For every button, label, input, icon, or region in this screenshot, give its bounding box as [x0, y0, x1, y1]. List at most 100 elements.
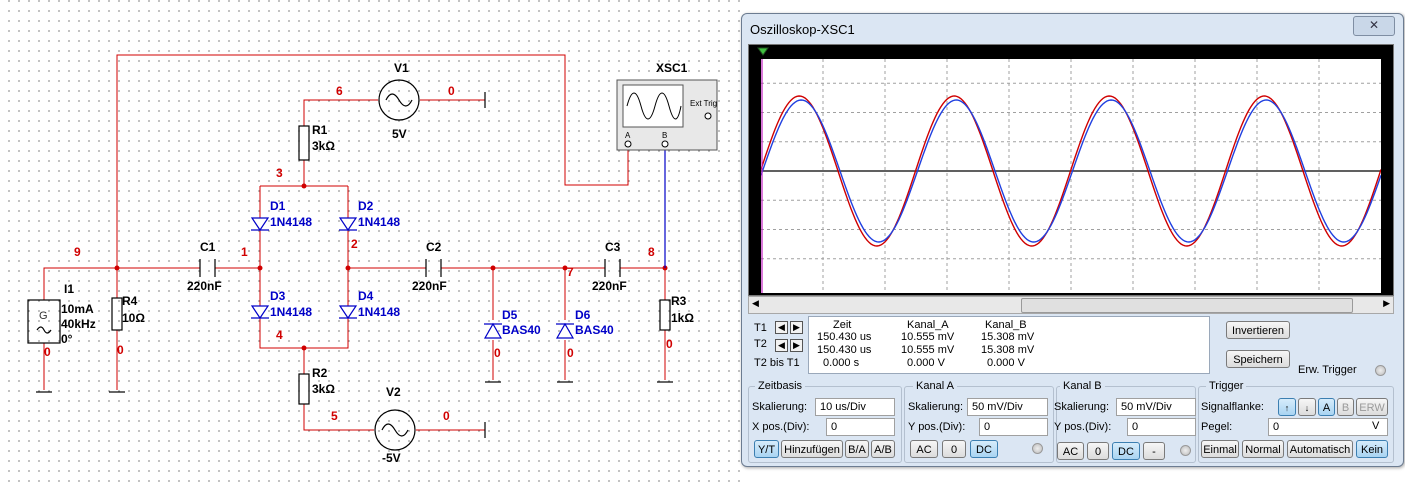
- v2-source-symbol[interactable]: [374, 409, 416, 451]
- trigger-group: [1198, 386, 1394, 463]
- trigger-level-field[interactable]: 0: [1268, 418, 1388, 436]
- c1-value: 220nF: [187, 279, 222, 293]
- node-0-r3: 0: [666, 337, 673, 351]
- cursor-readout-table: Zeit Kanal_A Kanal_B 150.430 us 10.555 m…: [808, 316, 1210, 374]
- xsc1-name: XSC1: [656, 61, 688, 75]
- t1-left-arrow-icon[interactable]: ◀: [775, 321, 788, 334]
- d6-name: D6: [575, 308, 591, 322]
- scrollbar-thumb[interactable]: [1021, 298, 1353, 313]
- oscilloscope-instrument[interactable]: [616, 79, 718, 151]
- ext-trigger-indicator[interactable]: [1375, 365, 1386, 376]
- t1-channel-a: 10.555 mV: [901, 331, 955, 343]
- node-0-v2: 0: [443, 409, 450, 423]
- t2-channel-b: 15.308 mV: [981, 344, 1035, 356]
- node-0-v1: 0: [448, 84, 455, 98]
- oscilloscope-window[interactable]: Oszilloskop-XSC1 ✕ ◀ ▶ T1 ◀ ▶ T2 ◀ ▶ T2 …: [741, 13, 1404, 467]
- c3-name: C3: [605, 240, 621, 254]
- ba-button[interactable]: B/A: [845, 440, 869, 458]
- node-2: 2: [351, 237, 358, 251]
- channel-b-indicator[interactable]: [1180, 445, 1191, 456]
- generator-glyph: G: [39, 310, 48, 322]
- channel-b-dc-button[interactable]: DC: [1112, 442, 1140, 460]
- cursor-marker-icon[interactable]: [757, 47, 769, 59]
- trigger-none-button[interactable]: Kein: [1356, 440, 1388, 458]
- trigger-source-a-button[interactable]: A: [1318, 398, 1335, 416]
- t2-left-arrow-icon[interactable]: ◀: [775, 339, 788, 352]
- r4-value: 10Ω: [122, 311, 145, 325]
- t2-channel-a: 10.555 mV: [901, 344, 955, 356]
- channel-b-scale-field[interactable]: 50 mV/Div: [1116, 398, 1196, 416]
- channel-b-scale-label: Skalierung:: [1054, 401, 1110, 413]
- channel-a-zero-button[interactable]: 0: [942, 440, 966, 458]
- channel-b-title: Kanal B: [1060, 380, 1105, 392]
- trigger-edge-label: Signalflanke:: [1201, 401, 1264, 413]
- schematic-canvas[interactable]: 9 1 2 3 4 5 6 7 8 0 0 0 0 0 0 0 V1 5V V2…: [0, 0, 740, 485]
- trigger-source-b-button[interactable]: B: [1337, 398, 1354, 416]
- channel-a-ypos-field[interactable]: 0: [979, 418, 1048, 436]
- ab-button[interactable]: A/B: [871, 440, 895, 458]
- trigger-once-button[interactable]: Einmal: [1201, 440, 1239, 458]
- channel-a-dc-button[interactable]: DC: [970, 440, 998, 458]
- node-5: 5: [331, 409, 338, 423]
- channel-b-ypos-field[interactable]: 0: [1127, 418, 1196, 436]
- t2-right-arrow-icon[interactable]: ▶: [790, 339, 803, 352]
- r4-symbol[interactable]: [111, 297, 123, 331]
- rising-edge-icon[interactable]: ↑: [1278, 398, 1296, 416]
- r2-symbol[interactable]: [298, 373, 310, 405]
- channel-b-zero-button[interactable]: 0: [1087, 442, 1109, 460]
- d1-name: D1: [270, 199, 286, 213]
- channel-a-indicator[interactable]: [1032, 443, 1043, 454]
- xpos-field[interactable]: 0: [826, 418, 895, 436]
- t1-channel-b: 15.308 mV: [981, 331, 1035, 343]
- r1-value: 3kΩ: [312, 139, 335, 153]
- r1-symbol[interactable]: [298, 125, 310, 161]
- t2-time: 150.430 us: [817, 344, 872, 356]
- yt-button[interactable]: Y/T: [754, 440, 779, 458]
- t1-right-arrow-icon[interactable]: ▶: [790, 321, 803, 334]
- xpos-label: X pos.(Div):: [752, 421, 810, 433]
- trigger-auto-button[interactable]: Automatisch: [1287, 440, 1353, 458]
- falling-edge-icon[interactable]: ↓: [1298, 398, 1316, 416]
- channel-a-ac-button[interactable]: AC: [910, 440, 938, 458]
- channel-a-terminal-label: A: [625, 131, 631, 140]
- diode-symbols: [250, 217, 575, 339]
- invert-button[interactable]: Invertieren: [1226, 321, 1290, 339]
- channel-a-scale-label: Skalierung:: [908, 401, 964, 413]
- i1-current: 10mA: [61, 302, 94, 316]
- trigger-level-unit: V: [1372, 420, 1380, 432]
- scope-traces: [760, 59, 1382, 293]
- node-9: 9: [74, 245, 81, 259]
- c3-value: 220nF: [592, 279, 627, 293]
- v1-value: 5V: [392, 127, 407, 141]
- scope-screen: [748, 44, 1394, 296]
- save-button[interactable]: Speichern: [1226, 350, 1290, 368]
- i1-source-symbol[interactable]: [27, 299, 61, 344]
- channel-b-terminal-label: B: [662, 131, 667, 140]
- i1-frequency: 40kHz: [61, 317, 96, 331]
- trigger-normal-button[interactable]: Normal: [1242, 440, 1284, 458]
- node-8: 8: [648, 245, 655, 259]
- trigger-source-ext-button[interactable]: ERW: [1356, 398, 1388, 416]
- d3-part: 1N4148: [270, 305, 312, 319]
- capacitor-symbols: [199, 259, 621, 277]
- channel-b-ac-button[interactable]: AC: [1057, 442, 1084, 460]
- v1-source-symbol[interactable]: [378, 79, 420, 121]
- r3-symbol[interactable]: [659, 299, 671, 331]
- c2-value: 220nF: [412, 279, 447, 293]
- horizontal-scrollbar[interactable]: ◀ ▶: [748, 296, 1394, 314]
- timebase-scale-label: Skalierung:: [752, 401, 808, 413]
- channel-a-group: [904, 386, 1054, 463]
- d2-part: 1N4148: [358, 215, 400, 229]
- channel-a-scale-field[interactable]: 50 mV/Div: [967, 398, 1048, 416]
- node-0-r4: 0: [117, 343, 124, 357]
- add-button[interactable]: Hinzufügen: [781, 440, 843, 458]
- c2-name: C2: [426, 240, 442, 254]
- t1-label: T1: [754, 322, 767, 334]
- scroll-left-icon[interactable]: ◀: [752, 298, 759, 308]
- timebase-scale-field[interactable]: 10 us/Div: [815, 398, 895, 416]
- scroll-right-icon[interactable]: ▶: [1383, 298, 1390, 308]
- scope-display[interactable]: [760, 59, 1382, 293]
- node-1: 1: [241, 245, 248, 259]
- channel-b-minus-button[interactable]: -: [1143, 442, 1165, 460]
- close-icon[interactable]: ✕: [1353, 16, 1395, 36]
